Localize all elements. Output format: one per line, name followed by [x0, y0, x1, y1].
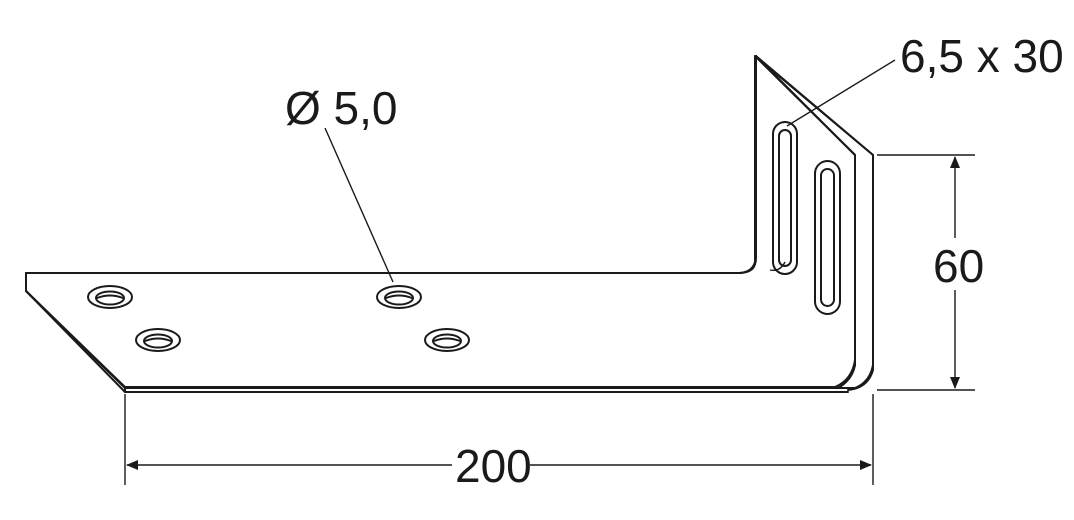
horizontal-leg: [25, 55, 874, 393]
countersunk-hole-2: [135, 328, 181, 352]
slot-group: [772, 121, 841, 315]
slot-1: [772, 121, 798, 275]
slot-leader-line: [786, 59, 896, 127]
countersunk-hole-3: [376, 285, 422, 309]
hole-leader-line: [324, 127, 394, 283]
length-dimension: [124, 394, 874, 490]
height-label: 60: [933, 240, 984, 292]
hole-group: [87, 285, 470, 352]
length-label: 200: [455, 440, 532, 492]
countersunk-hole-4: [424, 328, 470, 352]
countersunk-hole-1: [87, 285, 133, 309]
hole-diameter-label: Ø 5,0: [285, 82, 398, 134]
slot-size-label: 6,5 x 30: [900, 30, 1064, 82]
slot-2: [814, 160, 841, 315]
height-dimension: [877, 154, 980, 391]
